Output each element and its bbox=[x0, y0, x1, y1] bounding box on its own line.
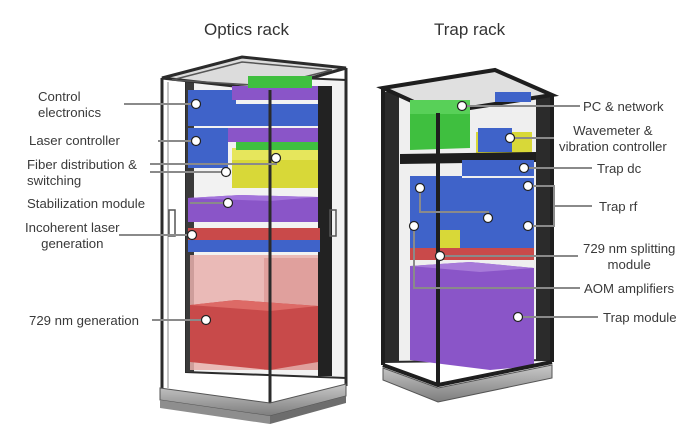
optics-rack-title: Optics rack bbox=[204, 20, 290, 39]
optics-729-box bbox=[190, 300, 318, 370]
marker-laser-controller bbox=[190, 135, 202, 147]
marker-729-generation bbox=[200, 314, 212, 326]
label-trap-module: Trap module bbox=[603, 310, 677, 325]
optics-stabilization-box bbox=[188, 195, 318, 222]
label-729-generation: 729 nm generation bbox=[29, 313, 139, 328]
marker-trap-rf-d bbox=[482, 212, 494, 224]
marker-trap-module bbox=[512, 311, 524, 323]
trap-leaders bbox=[408, 100, 598, 323]
marker-fiber-a bbox=[270, 152, 282, 164]
trap-dc-box bbox=[462, 160, 534, 176]
label-wavemeter: Wavemeter & vibration controller bbox=[559, 123, 667, 154]
label-aom-amplifiers: AOM amplifiers bbox=[584, 281, 675, 296]
marker-aom bbox=[408, 220, 420, 232]
optics-laser-controller-box bbox=[188, 128, 228, 168]
label-laser-controller: Laser controller bbox=[29, 133, 120, 148]
trap-rack-title: Trap rack bbox=[434, 20, 506, 39]
optics-incoherent-box bbox=[188, 228, 320, 240]
label-trap-rf: Trap rf bbox=[599, 199, 638, 214]
marker-trap-rf-b bbox=[522, 220, 534, 232]
marker-trap-dc bbox=[518, 162, 530, 174]
trap-rack bbox=[376, 67, 560, 403]
label-trap-dc: Trap dc bbox=[597, 161, 642, 176]
label-fiber-distribution: Fiber distribution & switching bbox=[27, 157, 137, 188]
marker-wavemeter bbox=[504, 132, 516, 144]
trap-729-splitting-box bbox=[410, 248, 534, 260]
marker-trap-rf-c bbox=[414, 182, 426, 194]
trap-base bbox=[382, 364, 553, 403]
label-stabilization-module: Stabilization module bbox=[27, 196, 146, 211]
optics-rack bbox=[159, 55, 348, 424]
marker-fiber-b bbox=[220, 166, 232, 178]
marker-incoherent bbox=[186, 229, 198, 241]
label-control-electronics: Control electronics bbox=[38, 89, 102, 120]
optics-leaders bbox=[119, 98, 282, 326]
marker-pc-network bbox=[456, 100, 468, 112]
marker-stabilization bbox=[222, 197, 234, 209]
label-incoherent-laser: Incoherent laser generation bbox=[25, 220, 120, 251]
marker-729-splitting bbox=[434, 250, 446, 262]
label-729-splitting: 729 nm splitting module bbox=[583, 241, 676, 272]
marker-trap-rf-a bbox=[522, 180, 534, 192]
marker-control-electronics bbox=[190, 98, 202, 110]
label-pc-network: PC & network bbox=[583, 99, 664, 114]
